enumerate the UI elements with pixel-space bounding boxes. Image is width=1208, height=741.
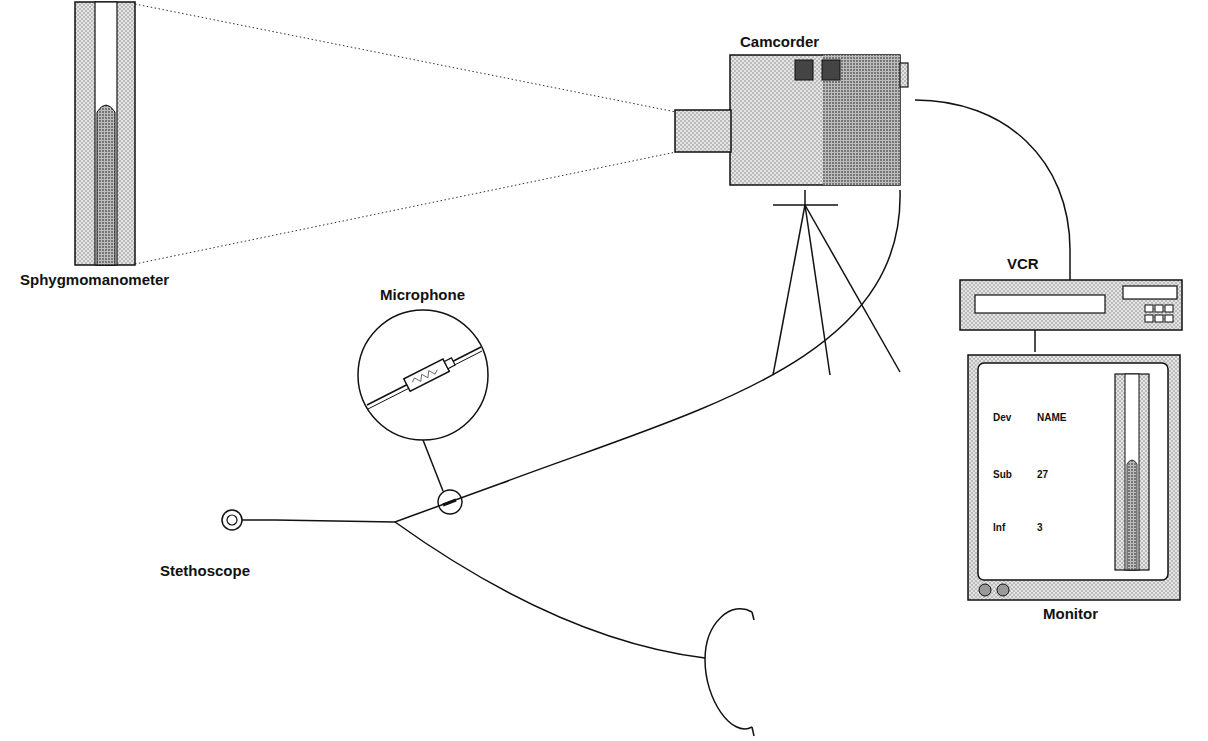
label: Dev bbox=[993, 412, 1011, 423]
stethoscope-earpieces bbox=[395, 522, 754, 736]
label: Camcorder bbox=[740, 34, 819, 51]
label: 3 bbox=[1037, 522, 1043, 533]
cable bbox=[1034, 335, 1036, 352]
sphygmomanometer-node: Sphygmomanometer bbox=[15, 0, 215, 298]
label: 27 bbox=[1037, 469, 1048, 480]
camcorder-node: Camcorder bbox=[670, 30, 915, 190]
label: NAME bbox=[1037, 412, 1066, 423]
monitor-drawing bbox=[963, 352, 1185, 627]
vcr-drawing bbox=[955, 250, 1187, 335]
microphone-drawing bbox=[355, 283, 500, 515]
cable bbox=[915, 100, 1070, 250]
label: Inf bbox=[993, 522, 1005, 533]
sphygmomanometer-drawing bbox=[15, 0, 215, 298]
stethoscope-node: Stethoscope bbox=[155, 505, 275, 587]
tripod bbox=[773, 190, 900, 375]
cable bbox=[275, 515, 414, 522]
label: Microphone bbox=[380, 287, 465, 304]
label: Sphygmomanometer bbox=[20, 272, 169, 289]
cable bbox=[500, 190, 900, 484]
vcr-node: VCR bbox=[955, 250, 1187, 335]
label: Sub bbox=[993, 469, 1012, 480]
label: VCR bbox=[1007, 256, 1039, 273]
microphone-node: Microphone bbox=[355, 283, 500, 515]
label: Monitor bbox=[1043, 606, 1098, 623]
camcorder-drawing bbox=[670, 30, 915, 190]
label: Stethoscope bbox=[160, 563, 250, 580]
monitor-node: Dev NAME Sub 27Inf 3Monitor bbox=[963, 352, 1185, 627]
view-line bbox=[135, 4, 676, 112]
view-line bbox=[135, 152, 676, 264]
